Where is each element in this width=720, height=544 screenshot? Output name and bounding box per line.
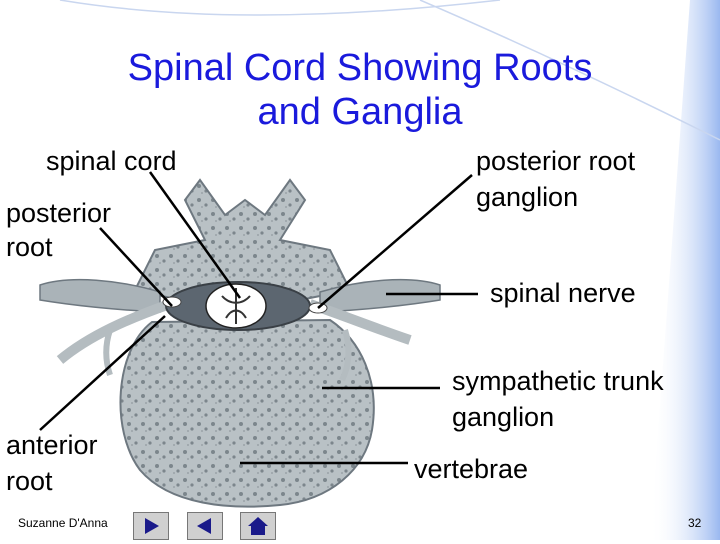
vertebral-body xyxy=(119,318,375,508)
left-sympathetic-branch xyxy=(103,329,113,376)
footer-author: Suzanne D'Anna xyxy=(18,516,108,530)
label-spinal-cord: spinal cord xyxy=(46,146,177,176)
top-right-decorative-curve xyxy=(419,0,720,141)
left-transverse-process xyxy=(39,278,161,313)
home-slide-button[interactable] xyxy=(240,512,276,540)
label-anterior-root-line-2: root xyxy=(6,466,53,496)
right-edge-gradient xyxy=(650,0,720,540)
previous-slide-button[interactable] xyxy=(187,512,223,540)
left-spinal-nerve xyxy=(56,299,172,364)
label-vertebrae: vertebrae xyxy=(414,454,529,484)
label-posterior-root-ganglion-line-2: ganglion xyxy=(476,182,579,212)
label-sympathetic-trunk-ganglion-line-1: sympathetic trunk xyxy=(452,366,664,396)
slide-title: Spinal Cord Showing Roots and Ganglia xyxy=(0,46,720,134)
label-posterior-root-line-1: posterior xyxy=(6,198,112,228)
slide-title-line-1: Spinal Cord Showing Roots xyxy=(127,47,593,89)
top-decorative-curve xyxy=(59,0,501,16)
label-spinal-nerve: spinal nerve xyxy=(490,278,636,308)
leader-spinal-cord xyxy=(148,171,242,299)
right-transverse-process xyxy=(319,278,441,313)
right-sympathetic-branch xyxy=(339,329,352,382)
page-number: 32 xyxy=(688,516,702,530)
leader-posterior-root xyxy=(99,227,173,307)
label-posterior-root-ganglion-line-1: posterior root xyxy=(476,146,636,176)
label-anterior-root-line-1: anterior xyxy=(6,430,98,460)
leader-posterior-root-ganglion xyxy=(317,174,473,309)
next-slide-button[interactable] xyxy=(133,512,169,540)
home-icon xyxy=(248,517,268,535)
next-arrow-icon xyxy=(145,518,159,534)
previous-arrow-icon xyxy=(197,518,211,534)
label-posterior-root-line-2: root xyxy=(6,232,53,262)
slide-title-line-2: and Ganglia xyxy=(257,91,463,133)
label-sympathetic-trunk-ganglion-line-2: ganglion xyxy=(452,402,555,432)
leader-anterior-root xyxy=(39,315,166,431)
